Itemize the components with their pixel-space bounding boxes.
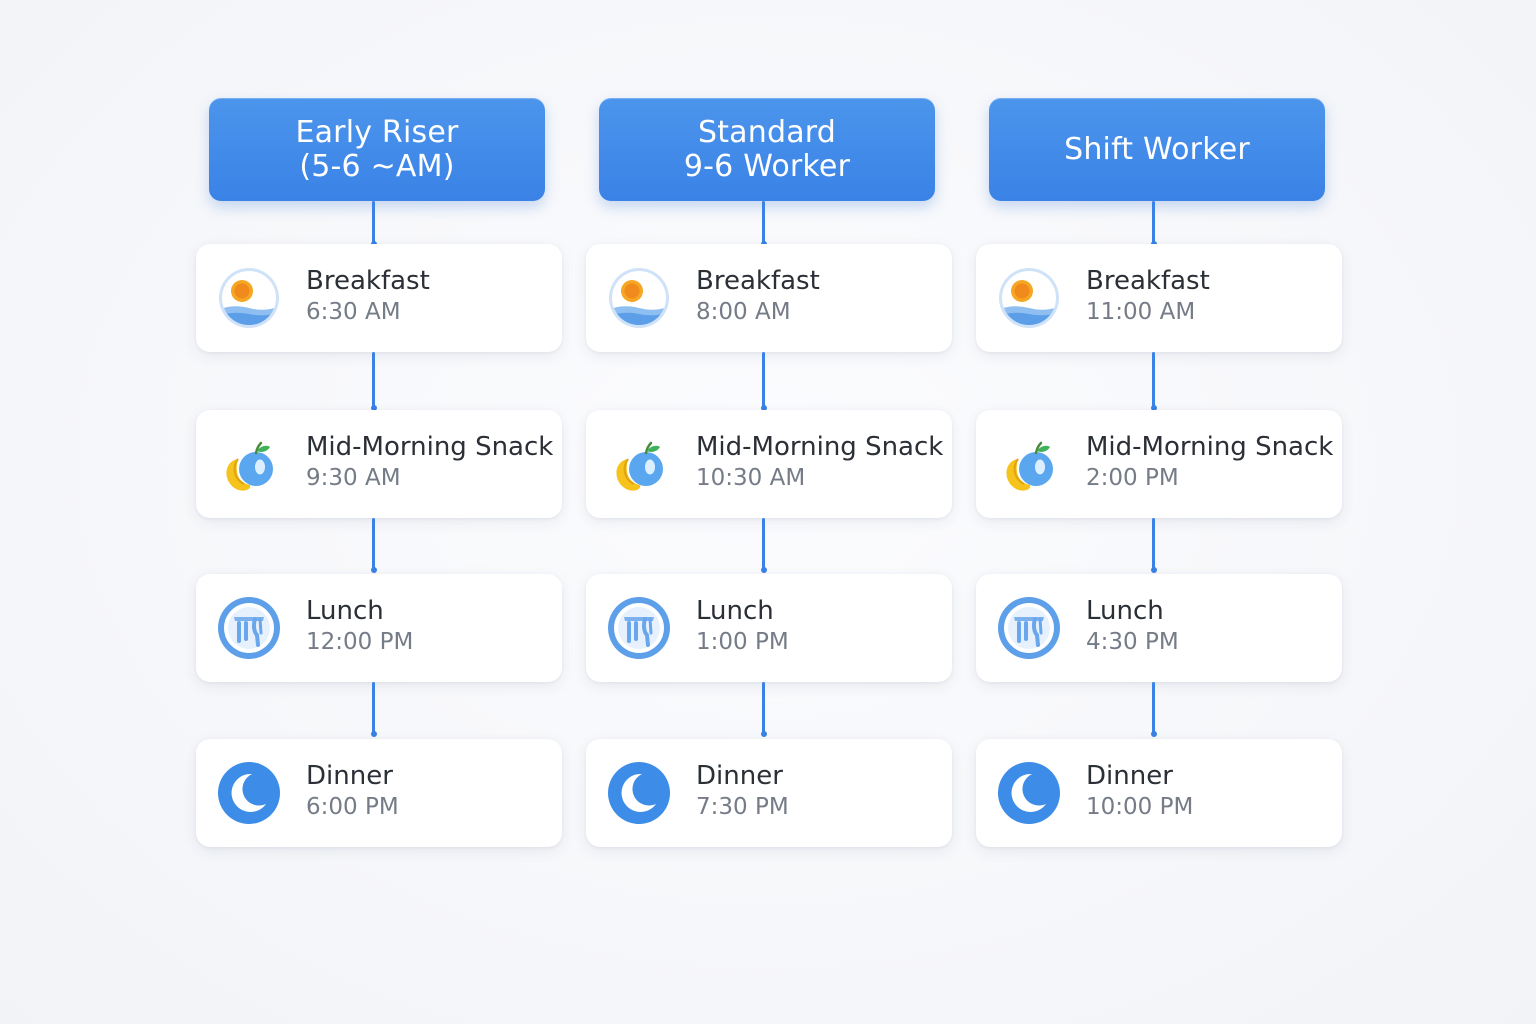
connector-line [760,352,767,411]
meal-card-dinner: Dinner 6:00 PM [196,739,562,847]
meal-name: Breakfast [306,266,430,296]
meal-name: Lunch [1086,596,1164,626]
fruit-icon [996,431,1062,497]
moon-icon [216,760,282,826]
column-title-line-1: Shift Worker [1064,131,1250,167]
connector-line [760,682,767,737]
meal-card-snack: Mid-Morning Snack 2:00 PM [976,410,1342,518]
meal-time: 12:00 PM [306,629,414,655]
meal-name: Mid-Morning Snack [306,432,554,462]
connector-line [1150,201,1157,247]
fruit-icon [606,431,672,497]
lunch-utensils-icon [606,595,672,661]
meal-card-lunch: Lunch 1:00 PM [586,574,952,682]
meal-name: Lunch [696,596,774,626]
sunrise-plate-icon [216,265,282,331]
connector-line [760,201,767,247]
connector-line [370,518,377,573]
lunch-utensils-icon [996,595,1062,661]
meal-name: Dinner [696,761,783,791]
column-header: Standard 9-6 Worker [599,98,935,201]
meal-card-dinner: Dinner 7:30 PM [586,739,952,847]
fruit-icon [216,431,282,497]
meal-name: Breakfast [696,266,820,296]
meal-card-breakfast: Breakfast 8:00 AM [586,244,952,352]
meal-time: 2:00 PM [1086,465,1179,491]
column-title-line-2: (5-6 ~AM) [299,148,455,184]
connector-line [760,518,767,573]
sunrise-plate-icon [606,265,672,331]
meal-card-breakfast: Breakfast 11:00 AM [976,244,1342,352]
sunrise-plate-icon [996,265,1062,331]
connector-line [370,201,377,247]
column-title-line-1: Standard [697,114,837,150]
column-header: Early Riser (5-6 ~AM) [209,98,545,201]
column-title-line-1: Early Riser [295,114,459,150]
meal-card-snack: Mid-Morning Snack 10:30 AM [586,410,952,518]
meal-card-lunch: Lunch 4:30 PM [976,574,1342,682]
meal-time: 4:30 PM [1086,629,1179,655]
meal-name: Dinner [306,761,393,791]
meal-name: Lunch [306,596,384,626]
moon-icon [606,760,672,826]
column-header: Shift Worker [989,98,1325,201]
connector-line [1150,352,1157,411]
meal-time: 9:30 AM [306,465,401,491]
meal-time: 6:30 AM [306,299,401,325]
meal-card-lunch: Lunch 12:00 PM [196,574,562,682]
moon-icon [996,760,1062,826]
meal-name: Mid-Morning Snack [696,432,944,462]
meal-name: Mid-Morning Snack [1086,432,1334,462]
lunch-utensils-icon [216,595,282,661]
connector-line [370,352,377,411]
meal-name: Dinner [1086,761,1173,791]
meal-time: 8:00 AM [696,299,791,325]
connector-line [370,682,377,737]
column-title-line-2: 9-6 Worker [683,148,851,184]
meal-time: 1:00 PM [696,629,789,655]
connector-line [1150,682,1157,737]
meal-time: 10:30 AM [696,465,806,491]
meal-time: 10:00 PM [1086,794,1194,820]
meal-time: 11:00 AM [1086,299,1196,325]
meal-card-dinner: Dinner 10:00 PM [976,739,1342,847]
meal-name: Breakfast [1086,266,1210,296]
meal-time: 6:00 PM [306,794,399,820]
meal-time: 7:30 PM [696,794,789,820]
meal-card-breakfast: Breakfast 6:30 AM [196,244,562,352]
meal-card-snack: Mid-Morning Snack 9:30 AM [196,410,562,518]
connector-line [1150,518,1157,573]
